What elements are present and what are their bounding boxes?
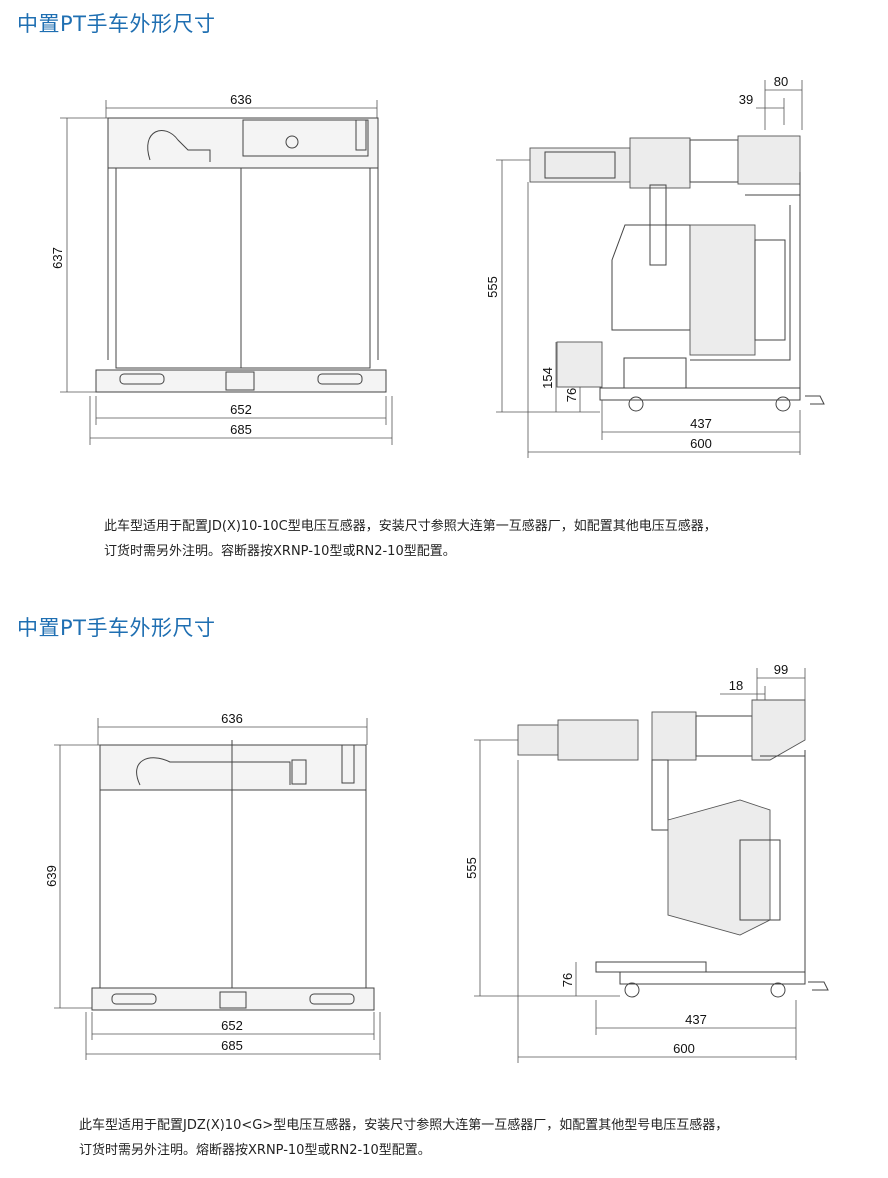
side2-depth-a-label: 437: [685, 1012, 707, 1027]
side2-top-b-label: 18: [729, 678, 743, 693]
front2-width-label: 636: [221, 711, 243, 726]
section-2-desc-line-2: 订货时需另外注明。熔断器按XRNP-10型或RN2-10型配置。: [79, 1143, 431, 1158]
section-1-description: 此车型适用于配置JD(X)10-10C型电压互感器，安装尺寸参照大连第一互感器厂…: [104, 514, 824, 564]
front2-base-outer-label: 685: [221, 1038, 243, 1053]
side2-top-a-label: 99: [774, 662, 788, 677]
front-view-1: 636 637 652 685: [50, 92, 393, 445]
side2-height-label: 555: [464, 857, 479, 879]
section-1-desc-line-2: 订货时需另外注明。容断器按XRNP-10型或RN2-10型配置。: [104, 544, 456, 559]
front1-height-label: 637: [50, 247, 65, 269]
side1-top-a-label: 80: [774, 74, 788, 89]
side1-hmid-label: 154: [540, 367, 555, 389]
section-2-description: 此车型适用于配置JDZ(X)10<G>型电压互感器，安装尺寸参照大连第一互感器厂…: [79, 1113, 799, 1163]
side-view-1: 80 39 555 154 76 437 600: [485, 74, 825, 458]
side1-depth-b-label: 600: [690, 436, 712, 451]
side1-top-b-label: 39: [739, 92, 753, 107]
section-2-title: 中置PT手车外形尺寸: [17, 616, 216, 640]
front2-height-label: 639: [44, 865, 59, 887]
front1-base-outer-label: 685: [230, 422, 252, 437]
section-1-desc-line-1: 此车型适用于配置JD(X)10-10C型电压互感器，安装尺寸参照大连第一互感器厂…: [104, 519, 717, 534]
side2-depth-b-label: 600: [673, 1041, 695, 1056]
section-1-title: 中置PT手车外形尺寸: [17, 12, 216, 36]
front1-base-inner-label: 652: [230, 402, 252, 417]
side1-height-label: 555: [485, 276, 500, 298]
front2-base-inner-label: 652: [221, 1018, 243, 1033]
side2-hlow-label: 76: [560, 973, 575, 987]
front1-width-label: 636: [230, 92, 252, 107]
side1-depth-a-label: 437: [690, 416, 712, 431]
side1-hlow-label: 76: [564, 388, 579, 402]
section-2-desc-line-1: 此车型适用于配置JDZ(X)10<G>型电压互感器，安装尺寸参照大连第一互感器厂…: [79, 1118, 729, 1133]
